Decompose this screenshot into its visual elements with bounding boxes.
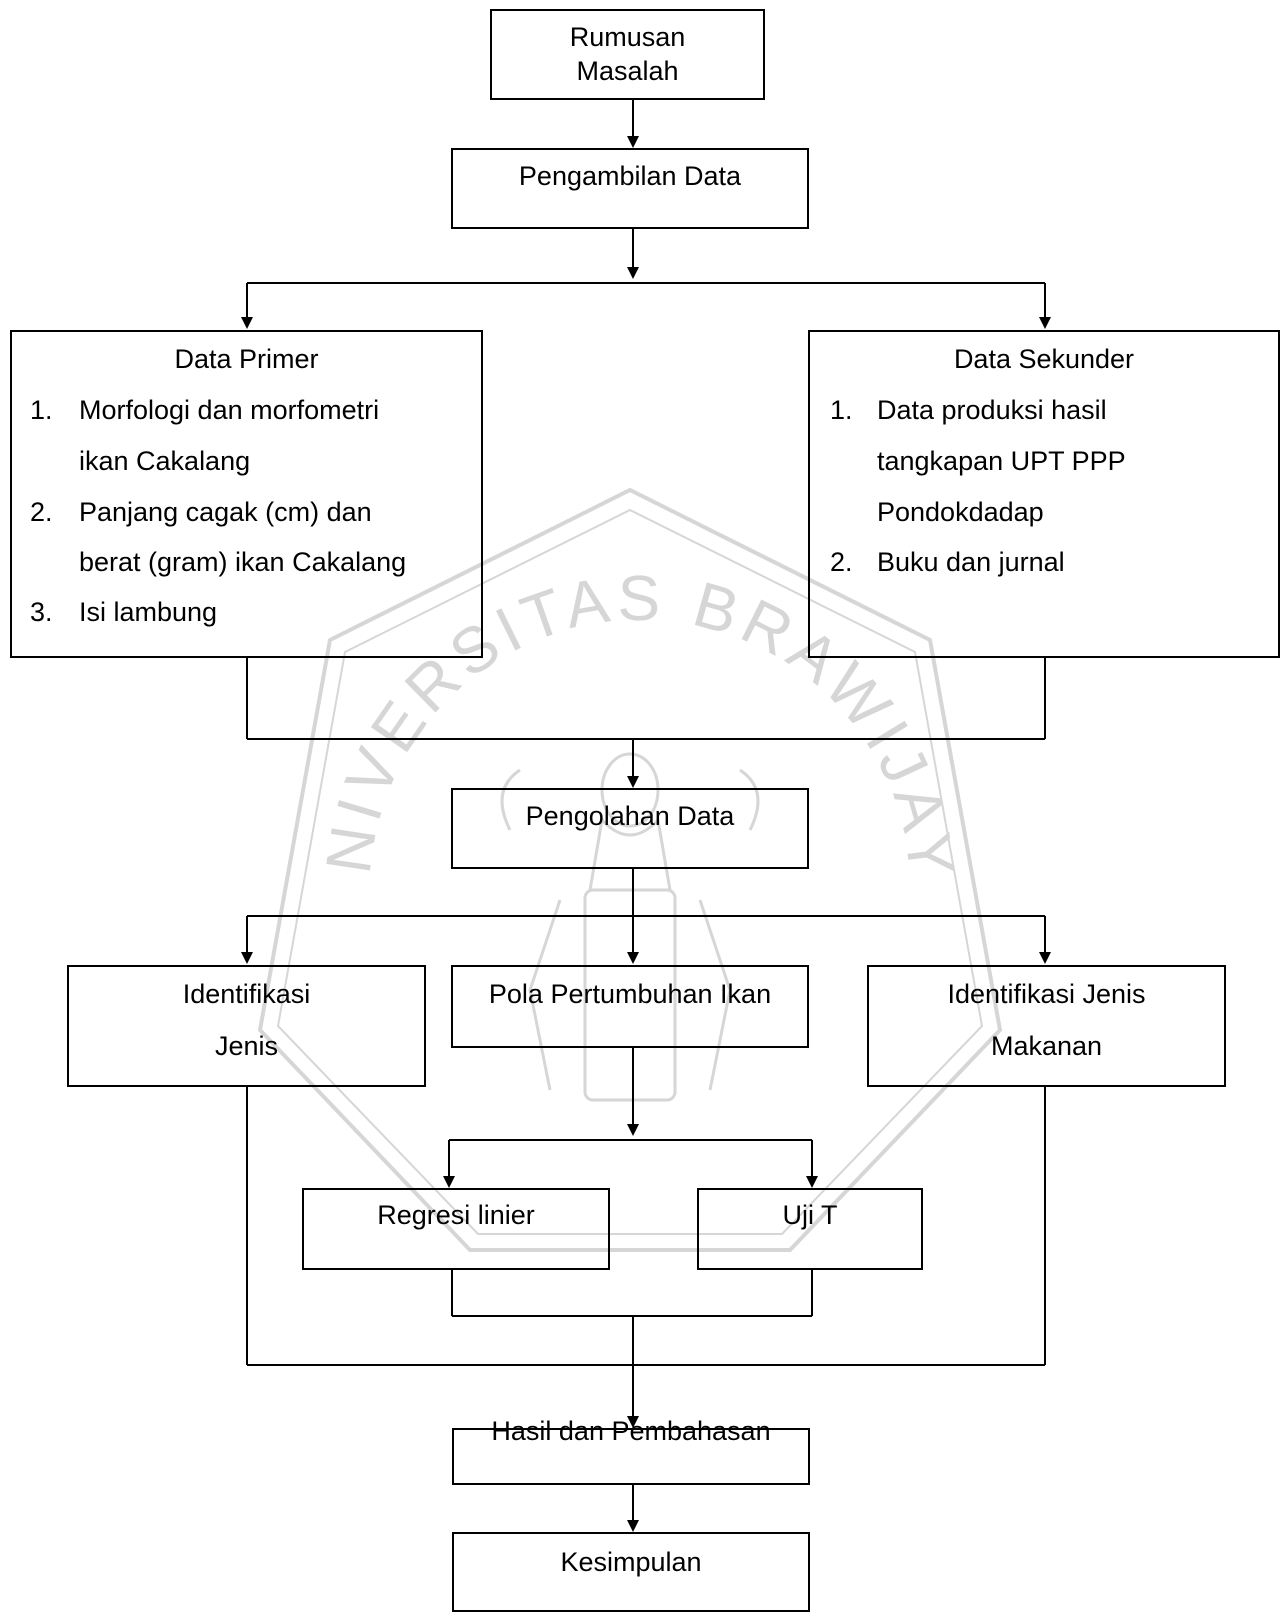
label-data-primer-title: Data Primer	[174, 344, 319, 374]
box-hasil-pembahasan	[452, 1428, 810, 1485]
primer-item-3-num: 3.	[30, 597, 53, 627]
label-pengolahan-data: Pengolahan Data	[525, 801, 735, 831]
sekunder-item-2-line1: Buku dan jurnal	[877, 547, 1065, 577]
label-makanan-line2: Makanan	[990, 1031, 1103, 1061]
sekunder-item-1-line2: tangkapan UPT PPP	[877, 446, 1126, 476]
label-makanan-line1: Identifikasi Jenis	[947, 979, 1146, 1009]
label-rumusan-line1: Rumusan	[569, 22, 686, 52]
label-data-sekunder-title: Data Sekunder	[953, 344, 1135, 374]
sekunder-item-1-line1: Data produksi hasil	[877, 395, 1107, 425]
primer-item-2-line2: berat (gram) ikan Cakalang	[79, 547, 407, 577]
sekunder-item-1-num: 1.	[830, 395, 853, 425]
box-rumusan-masalah	[490, 9, 765, 100]
primer-item-2-num: 2.	[30, 497, 53, 527]
primer-item-1-num: 1.	[30, 395, 53, 425]
box-uji-t	[697, 1188, 923, 1270]
label-regresi-linier: Regresi linier	[377, 1200, 535, 1230]
box-pengolahan-data	[451, 788, 809, 869]
box-data-primer	[10, 330, 483, 658]
box-data-sekunder	[808, 330, 1280, 658]
label-pengambilan-data: Pengambilan Data	[518, 161, 742, 191]
label-kesimpulan: Kesimpulan	[560, 1547, 702, 1577]
box-identifikasi-makanan	[867, 965, 1226, 1087]
label-identifikasi-line1: Identifikasi	[182, 979, 311, 1009]
box-pengambilan-data	[451, 148, 809, 229]
label-rumusan-line2: Masalah	[576, 56, 679, 86]
label-identifikasi-line2: Jenis	[214, 1031, 279, 1061]
label-uji-t: Uji T	[782, 1200, 838, 1230]
box-regresi-linier	[302, 1188, 610, 1270]
sekunder-item-1-line3: Pondokdadap	[877, 497, 1044, 527]
box-pola-pertumbuhan	[451, 965, 809, 1048]
primer-item-2-line1: Panjang cagak (cm) dan	[79, 497, 372, 527]
primer-item-1-line2: ikan Cakalang	[79, 446, 251, 476]
label-hasil-pembahasan: Hasil dan Pembahasan	[491, 1416, 771, 1446]
label-pola-pertumbuhan: Pola Pertumbuhan Ikan	[488, 979, 772, 1009]
sekunder-item-2-num: 2.	[830, 547, 853, 577]
primer-item-3-line1: Isi lambung	[79, 597, 218, 627]
box-identifikasi-jenis	[67, 965, 426, 1087]
primer-item-1-line1: Morfologi dan morfometri	[79, 395, 380, 425]
